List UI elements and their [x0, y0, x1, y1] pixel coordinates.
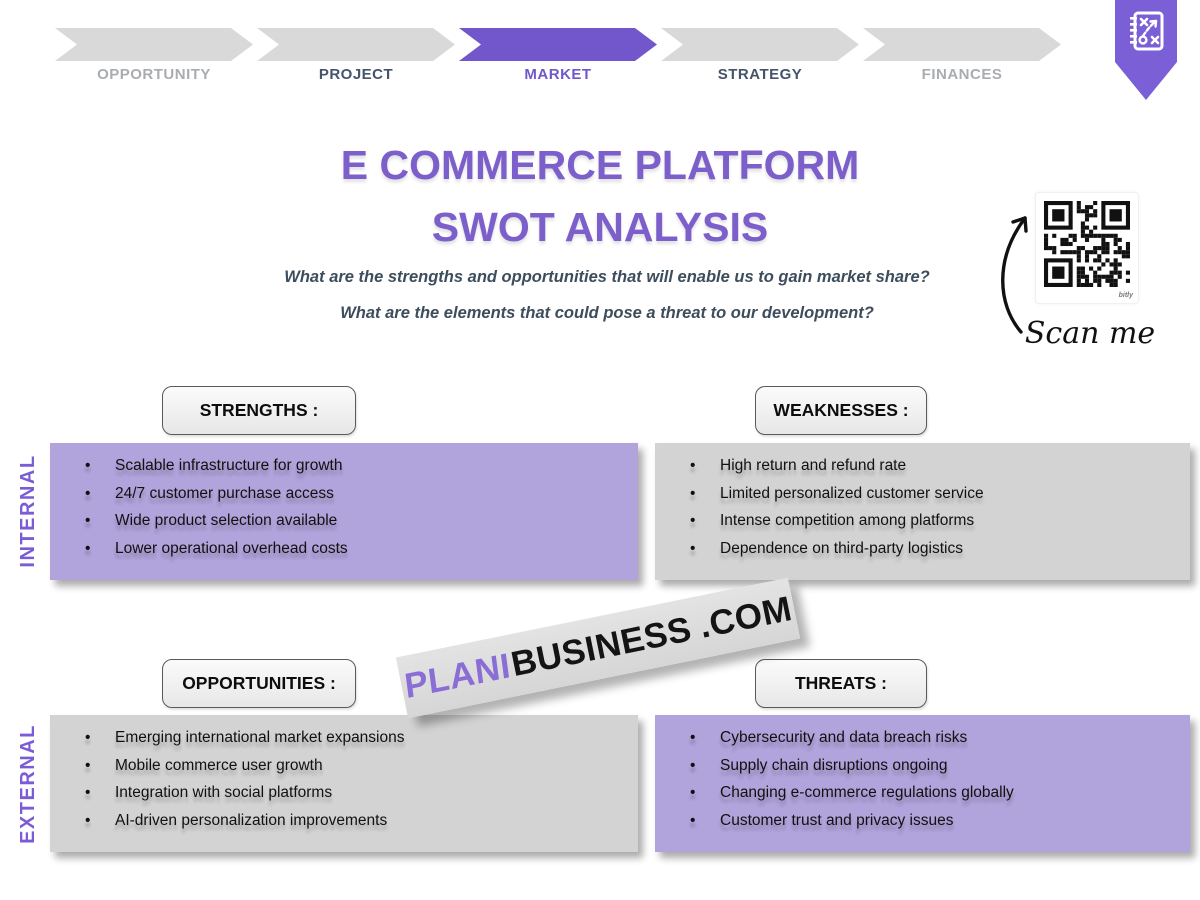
swot-bullet-item: AI-driven personalization improvements [50, 807, 638, 835]
subtitle-question-1: What are the strengths and opportunities… [284, 268, 930, 286]
page-title: E COMMERCE PLATFORM SWOT ANALYSIS [0, 134, 1200, 258]
weaknesses-header-label: WEAKNESSES : [773, 400, 909, 420]
threats-header-label: THREATS : [794, 673, 888, 693]
scan-me-caption: Scan me [1024, 316, 1156, 351]
opportunities-header-label: OPPORTUNITIES : [182, 673, 336, 693]
stepper-step-finances[interactable]: FINANCES [863, 28, 1061, 88]
axis-label-internal: INTERNAL [17, 454, 39, 568]
chevron-shape [863, 28, 1061, 61]
swot-bullet-item: 24/7 customer purchase access [50, 480, 638, 508]
swot-bullet-item: Wide product selection available [50, 507, 638, 535]
swot-bullet-item: Supply chain disruptions ongoing [655, 752, 1190, 780]
opportunities-list: Emerging international market expansions… [50, 715, 638, 834]
watermark-part1: PLANI [401, 646, 513, 707]
stepper-step-label: MARKET [524, 66, 592, 83]
threats-list: Cybersecurity and data breach risksSuppl… [655, 715, 1190, 834]
swot-bullet-item: Lower operational overhead costs [50, 535, 638, 563]
stepper-step-market[interactable]: MARKET [459, 28, 657, 88]
subtitle-question-2: What are the elements that could pose a … [340, 304, 874, 322]
stepper-step-label: PROJECT [318, 66, 394, 83]
qr-code: bitly [1035, 192, 1139, 304]
page-title-line2: SWOT ANALYSIS [431, 204, 769, 250]
qr-brand-label: bitly [1118, 292, 1133, 299]
opportunities-header-box: OPPORTUNITIES : [162, 659, 356, 708]
stepper-step-label: OPPORTUNITY [97, 66, 211, 83]
stepper-step-strategy[interactable]: STRATEGY [661, 28, 859, 88]
swot-bullet-item: Mobile commerce user growth [50, 752, 638, 780]
swot-bullet-item: Customer trust and privacy issues [655, 807, 1190, 835]
watermark-part3: .COM [695, 589, 796, 646]
chevron-shape [661, 28, 859, 61]
chevron-shape [55, 28, 253, 61]
chevron-shape [257, 28, 455, 61]
strengths-header-box: STRENGTHS : [162, 386, 356, 435]
swot-bullet-item: Dependence on third-party logistics [655, 535, 1190, 563]
swot-bullet-item: Cybersecurity and data breach risks [655, 724, 1190, 752]
strengths-panel: Scalable infrastructure for growth24/7 c… [50, 443, 638, 580]
swot-bullet-item: Limited personalized customer service [655, 480, 1190, 508]
stepper-step-project[interactable]: PROJECT [257, 28, 455, 88]
swot-bullet-item: Integration with social platforms [50, 779, 638, 807]
swot-bullet-item: Changing e-commerce regulations globally [655, 779, 1190, 807]
opportunities-panel: Emerging international market expansions… [50, 715, 638, 852]
weaknesses-header-box: WEAKNESSES : [755, 386, 927, 435]
swot-bullet-item: Intense competition among platforms [655, 507, 1190, 535]
strengths-list: Scalable infrastructure for growth24/7 c… [50, 443, 638, 562]
chevron-shape [459, 28, 657, 61]
threats-panel: Cybersecurity and data breach risksSuppl… [655, 715, 1190, 852]
watermark-banner: PLANI BUSINESS .COM [395, 577, 801, 719]
curved-arrow-icon [995, 200, 1041, 345]
page-title-line1: E COMMERCE PLATFORM [340, 142, 860, 188]
stepper-step-opportunity[interactable]: OPPORTUNITY [55, 28, 253, 88]
watermark-part2: BUSINESS [507, 609, 695, 685]
weaknesses-list: High return and refund rateLimited perso… [655, 443, 1190, 562]
swot-bullet-item: Emerging international market expansions [50, 724, 638, 752]
axis-label-external: EXTERNAL [17, 724, 39, 844]
swot-bullet-item: Scalable infrastructure for growth [50, 452, 638, 480]
weaknesses-panel: High return and refund rateLimited perso… [655, 443, 1190, 580]
threats-header-box: THREATS : [755, 659, 927, 708]
strengths-header-label: STRENGTHS : [199, 400, 319, 420]
stepper-step-label: STRATEGY [717, 66, 803, 83]
corner-ribbon-badge [1115, 0, 1177, 100]
stepper-step-label: FINANCES [921, 66, 1003, 83]
swot-bullet-item: High return and refund rate [655, 452, 1190, 480]
